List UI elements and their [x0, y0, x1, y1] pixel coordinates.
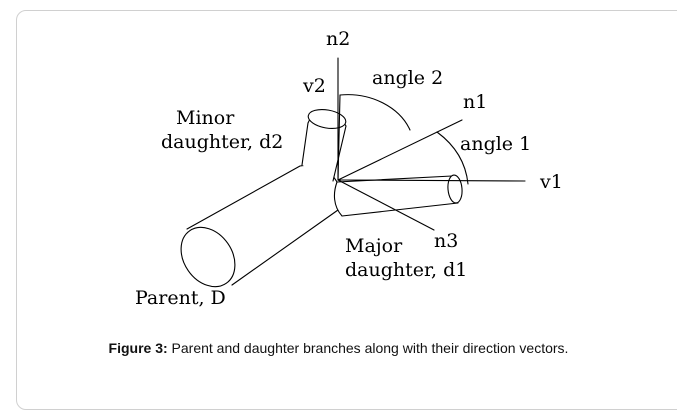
n2-label: n2	[326, 28, 350, 50]
angle2-arc	[339, 94, 411, 131]
parent-label: Parent, D	[135, 287, 226, 309]
major-daughter-label-line1: Major	[345, 235, 403, 257]
parent-branch	[180, 164, 342, 288]
n1-label: n1	[463, 91, 487, 113]
angle2-label: angle 2	[372, 67, 443, 89]
minor-daughter-branch	[301, 108, 347, 182]
branching-diagram: n2 v2 angle 2 n1 Minor daughter, d2 angl…	[135, 28, 563, 309]
n3-vector	[337, 179, 435, 231]
caption-label: Figure 3:	[108, 340, 168, 356]
n3-label: n3	[434, 230, 458, 252]
v1-label: v1	[539, 171, 563, 193]
v2-label: v2	[302, 75, 326, 97]
minor-daughter-label-line1: Minor	[176, 107, 235, 129]
v1-vector	[337, 179, 526, 182]
figure-caption: Figure 3: Parent and daughter branches a…	[0, 340, 677, 356]
caption-text: Parent and daughter branches along with …	[167, 340, 569, 356]
angle1-label: angle 1	[460, 133, 531, 155]
major-daughter-branch	[333, 174, 463, 217]
major-daughter-label-line2: daughter, d1	[345, 259, 467, 281]
angle1-arc	[436, 131, 469, 185]
v2-vector	[337, 94, 341, 181]
n1-vector	[337, 119, 463, 181]
minor-daughter-label-line2: daughter, d2	[161, 131, 283, 153]
